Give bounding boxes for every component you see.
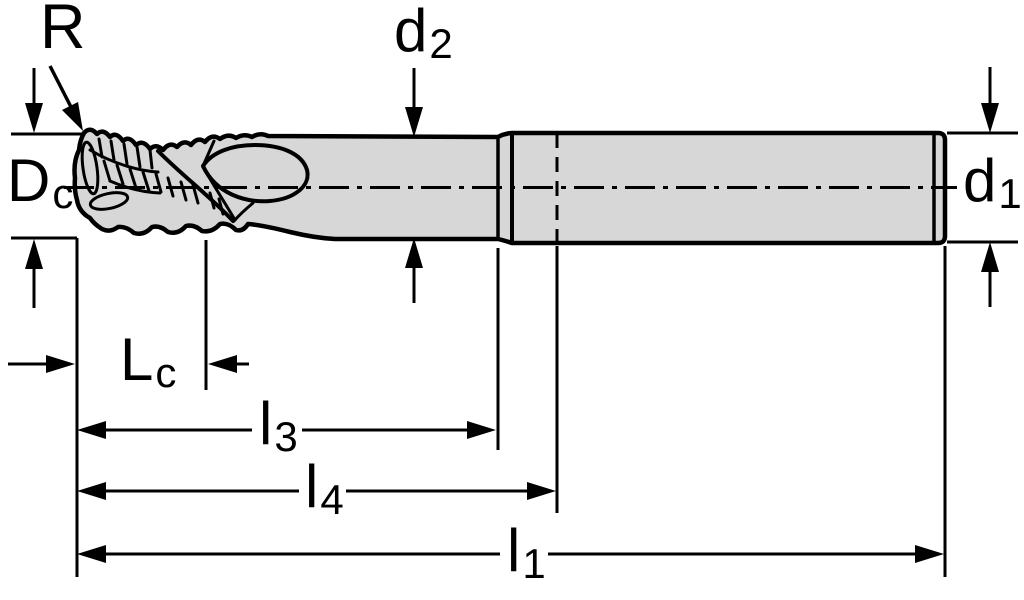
lower-tooth-face (88, 191, 130, 211)
tool-body (72, 127, 948, 246)
radius-leader-line (48, 65, 73, 108)
label-cutting-length-sub: c (155, 349, 177, 396)
d2-arrowhead-up-icon (405, 238, 423, 268)
helix-edge-main (156, 149, 235, 223)
l1-arrowhead-left-icon (77, 545, 106, 563)
tip-corner-face (80, 140, 100, 196)
label-corner-radius-main: R (40, 0, 86, 62)
l4-arrowhead-right-icon (527, 482, 556, 500)
lc-arrowhead-left-icon (208, 355, 237, 373)
l3-arrowhead-left-icon (77, 421, 106, 439)
serration-teeth-top (97, 137, 154, 170)
l1-arrowhead-right-icon (915, 545, 944, 563)
helix-edge-secondary (201, 165, 237, 222)
lc-arrowhead-right-icon (46, 355, 75, 373)
radius-leader-arrowhead (62, 102, 83, 131)
label-overall-length-l1-sub: 1 (522, 540, 546, 587)
label-cutting-diameter-main: D (7, 147, 51, 214)
label-flute-length-l3-main: l (259, 390, 273, 457)
shank-diameter-arrows (981, 67, 999, 307)
flute-face-teardrop (201, 143, 310, 204)
l3-arrowhead-right-icon (467, 421, 496, 439)
label-neck-length-l4-main: l (305, 453, 319, 520)
extension-lines (11, 131, 1018, 577)
dc-arrowhead-up-icon (25, 239, 43, 269)
l4-arrowhead-left-icon (77, 482, 106, 500)
dimension-l3 (77, 421, 496, 439)
flute-runout-edge (232, 201, 255, 223)
label-flute-length-l3-sub: 3 (274, 413, 298, 460)
tool-body-outline (72, 127, 948, 246)
label-shank-diameter-main: d (963, 147, 997, 214)
serration-band-line-2 (108, 179, 162, 195)
label-shank-diameter-sub: 1 (998, 170, 1022, 217)
d1-arrowhead-up-icon (981, 242, 999, 272)
cutting-diameter-arrows (25, 68, 43, 308)
flute-leading-edge (201, 139, 216, 168)
d1-arrowhead-down-icon (981, 103, 999, 133)
dc-arrowhead-down-icon (25, 103, 43, 133)
label-neck-diameter-main: d (394, 0, 428, 64)
label-cutting-diameter-sub: c (52, 170, 74, 217)
radius-leader (48, 65, 83, 131)
label-corner-radius: R (40, 0, 88, 59)
neck-diameter-arrows (405, 68, 423, 303)
label-neck-diameter-sub: 2 (429, 20, 453, 67)
dimension-lc (8, 355, 249, 373)
label-cutting-length-main: L (120, 326, 154, 393)
label-overall-length-l1-main: l (507, 517, 521, 584)
cutter-head-detail-lines (80, 137, 310, 223)
d2-arrowhead-down-icon (405, 107, 423, 137)
serration-teeth-mid (102, 159, 163, 194)
dimension-l4 (77, 482, 556, 500)
label-neck-length-l4-sub: 4 (320, 476, 344, 523)
dimension-l1 (77, 545, 944, 563)
serration-band-line (88, 148, 160, 174)
